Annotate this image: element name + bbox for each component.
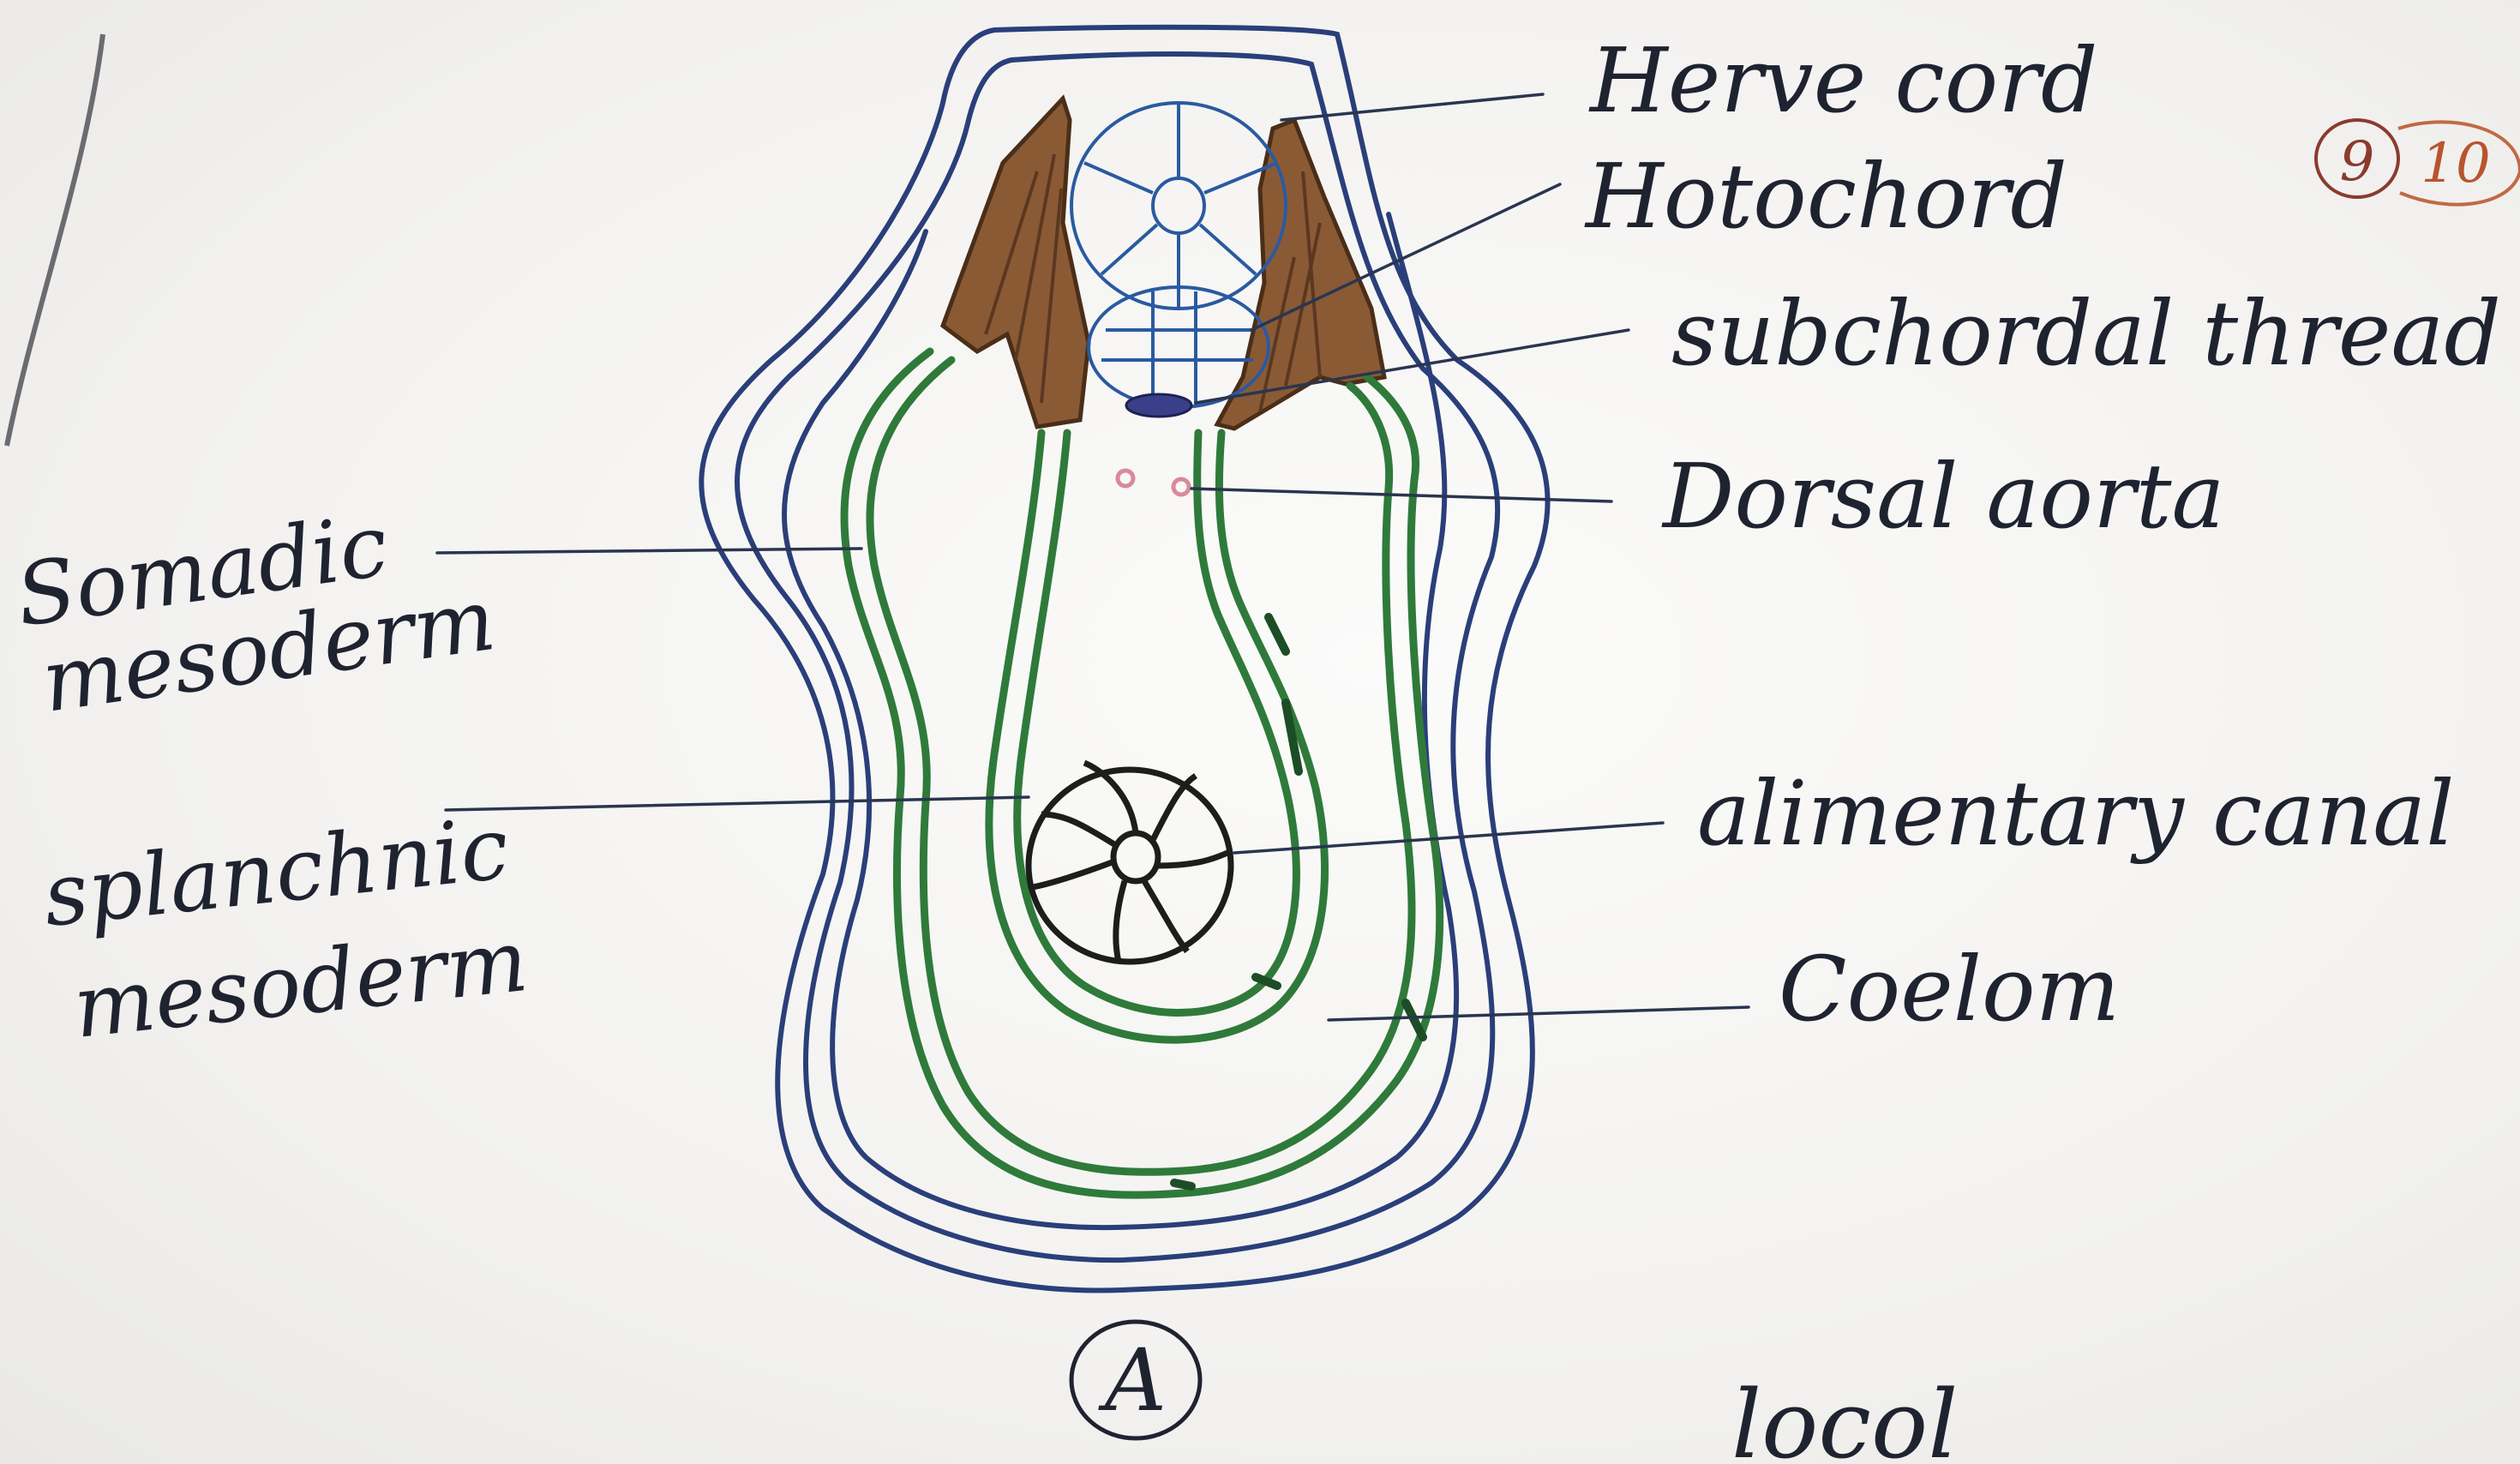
page-margin-line xyxy=(7,34,103,446)
body-wall-outline xyxy=(701,27,1547,1291)
nerve-cord-shape xyxy=(1071,103,1286,309)
label-subchordal-thread: subchordal thread xyxy=(1671,281,2501,386)
label-dorsal-aorta: Dorsal aorta xyxy=(1661,444,2225,549)
dorsal-aorta-shape xyxy=(1118,471,1189,495)
label-alimentary-canal: alimentary canal xyxy=(1697,761,2455,866)
leader-splanchnic xyxy=(446,797,1029,810)
figure-letter: A xyxy=(1098,1330,1167,1431)
splanchnic-mesoderm-layer xyxy=(989,433,1325,1040)
alimentary-canal-shape xyxy=(1029,763,1231,962)
subchordal-thread-shape xyxy=(1126,394,1191,417)
score-mark: 9 xyxy=(2340,130,2375,194)
label-coelom: Coelom xyxy=(1779,937,2120,1041)
leader-somatic xyxy=(437,549,861,553)
leader-alimentary xyxy=(1234,823,1663,853)
figure-letter-circle: A xyxy=(1071,1322,1200,1438)
label-notochord: Hotochord xyxy=(1584,144,2067,249)
myotome-left xyxy=(943,99,1089,427)
label-nerve-cord: Herve cord xyxy=(1588,28,2097,133)
teacher-marks: 9 10 xyxy=(2316,120,2520,205)
out-of-mark: 10 xyxy=(2421,132,2490,195)
leader-coelom xyxy=(1329,1007,1749,1020)
label-bottom-partial: locol xyxy=(1731,1370,1958,1464)
leader-lines xyxy=(437,94,1749,1020)
myotome-right xyxy=(1217,120,1384,429)
